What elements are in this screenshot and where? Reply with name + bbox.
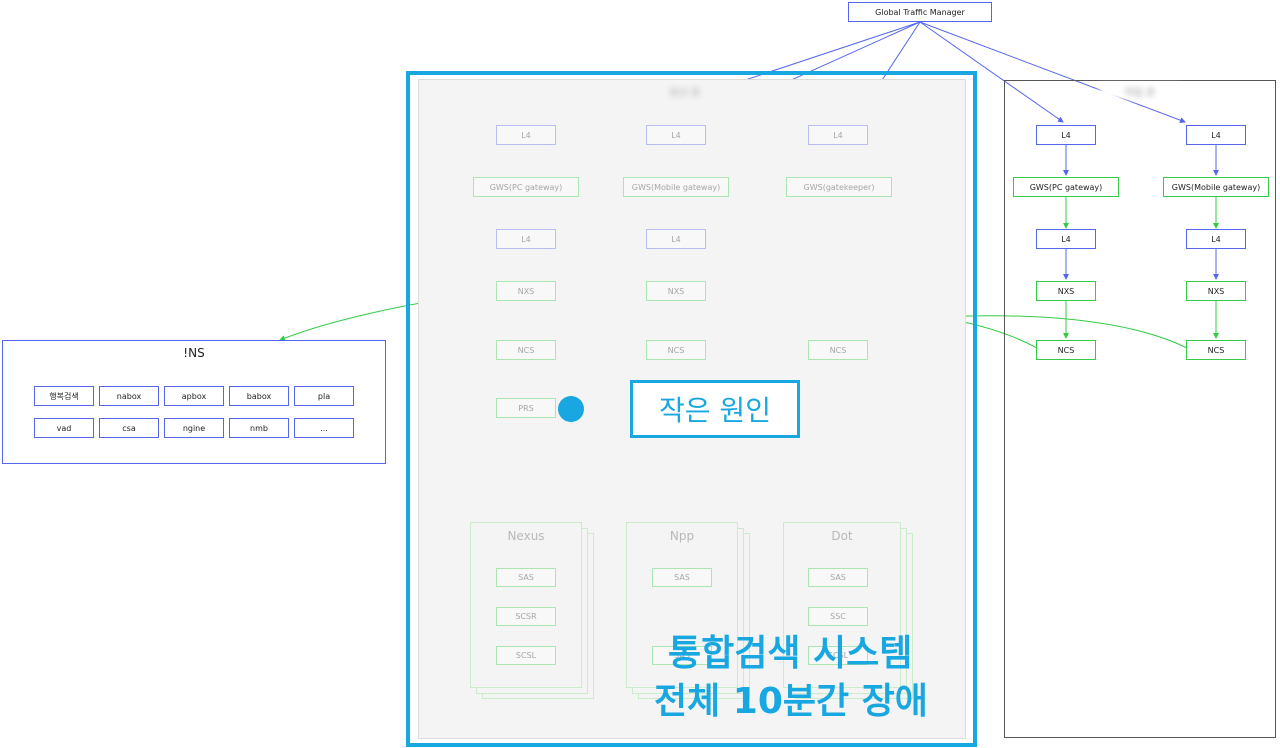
right-region-edges xyxy=(1063,145,1219,339)
right-col1-l4b[interactable]: L4 xyxy=(1036,229,1096,249)
npp-cluster-shadow1 xyxy=(632,528,744,694)
right-col2-ncs[interactable]: NCS xyxy=(1186,340,1246,360)
right-col1-l4[interactable]: L4 xyxy=(1036,125,1096,145)
cause-callout-text: 작은 원인 xyxy=(659,394,771,427)
left-col1-l4b[interactable]: L4 xyxy=(496,229,556,249)
left-col3-ncs[interactable]: NCS xyxy=(808,340,868,360)
ns-item[interactable]: vad xyxy=(34,418,94,438)
nexus-sas[interactable]: SAS xyxy=(496,568,556,587)
left-col3-l4[interactable]: L4 xyxy=(808,125,868,145)
left-col1-ncs[interactable]: NCS xyxy=(496,340,556,360)
gtm-label: Global Traffic Manager xyxy=(875,7,965,17)
nexus-scsl[interactable]: SCSL xyxy=(496,646,556,665)
right-region-frame xyxy=(1004,80,1276,738)
dot-cluster-shadow2 xyxy=(795,533,913,699)
headline-line2: 전체 10분간 장애 xyxy=(654,681,928,722)
npp-sas-2[interactable]: SAS xyxy=(652,646,712,665)
npp-cluster-title: Npp xyxy=(669,529,695,543)
left-col3-gws[interactable]: GWS(gatekeeper) xyxy=(786,177,892,197)
left-region-title: 분산 존 xyxy=(669,88,701,99)
left-col2-l4[interactable]: L4 xyxy=(646,125,706,145)
dot-scsl[interactable]: SCSL xyxy=(808,646,868,665)
left-col1-prs[interactable]: PRS xyxy=(496,398,556,418)
right-col2-gws[interactable]: GWS(Mobile gateway) xyxy=(1163,177,1269,197)
ns-item[interactable]: ngine xyxy=(164,418,224,438)
left-col1-l4[interactable]: L4 xyxy=(496,125,556,145)
dot-cluster-title: Dot xyxy=(831,529,853,543)
npp-cluster-shadow2 xyxy=(638,533,750,699)
ns-item[interactable]: ... xyxy=(294,418,354,438)
ns-item[interactable]: pla xyxy=(294,386,354,406)
left-col2-nxs[interactable]: NXS xyxy=(646,281,706,301)
right-col1-gws[interactable]: GWS(PC gateway) xyxy=(1013,177,1119,197)
ns-item[interactable]: csa xyxy=(99,418,159,438)
right-col1-ncs[interactable]: NCS xyxy=(1036,340,1096,360)
nexus-cluster-title: Nexus xyxy=(507,529,545,543)
cause-callout: 작은 원인 xyxy=(630,380,800,438)
npp-sas[interactable]: SAS xyxy=(652,568,712,587)
gtm-node[interactable]: Global Traffic Manager xyxy=(848,2,992,22)
ns-item[interactable]: nmb xyxy=(229,418,289,438)
ns-item[interactable]: nabox xyxy=(99,386,159,406)
left-region-frame xyxy=(406,71,977,747)
nexus-cluster[interactable]: Nexus xyxy=(470,522,582,688)
headline-line1: 통합검색 시스템 xyxy=(668,633,913,674)
dot-cluster[interactable]: Dot xyxy=(783,522,901,688)
right-region-title: 작업 존 xyxy=(1100,84,1180,99)
npp-cluster[interactable]: Npp xyxy=(626,522,738,688)
right-col1-nxs[interactable]: NXS xyxy=(1036,281,1096,301)
cause-marker-dot xyxy=(558,396,584,422)
left-col1-nxs[interactable]: NXS xyxy=(496,281,556,301)
left-col2-gws[interactable]: GWS(Mobile gateway) xyxy=(623,177,729,197)
nexus-cluster-shadow1 xyxy=(476,528,588,694)
ns-item[interactable]: apbox xyxy=(164,386,224,406)
left-col1-gws[interactable]: GWS(PC gateway) xyxy=(473,177,579,197)
nexus-scsr[interactable]: SCSR xyxy=(496,607,556,626)
dot-ssc[interactable]: SSC xyxy=(808,607,868,626)
right-col2-l4b[interactable]: L4 xyxy=(1186,229,1246,249)
dot-sas[interactable]: SAS xyxy=(808,568,868,587)
ns-item[interactable]: babox xyxy=(229,386,289,406)
right-col2-nxs[interactable]: NXS xyxy=(1186,281,1246,301)
left-col2-ncs[interactable]: NCS xyxy=(646,340,706,360)
right-col2-l4[interactable]: L4 xyxy=(1186,125,1246,145)
dot-cluster-shadow1 xyxy=(789,528,907,694)
nexus-cluster-shadow2 xyxy=(482,533,594,699)
left-col2-l4b[interactable]: L4 xyxy=(646,229,706,249)
ns-item[interactable]: 행복검색 xyxy=(34,386,94,406)
ns-panel-title: !NS xyxy=(183,346,205,360)
